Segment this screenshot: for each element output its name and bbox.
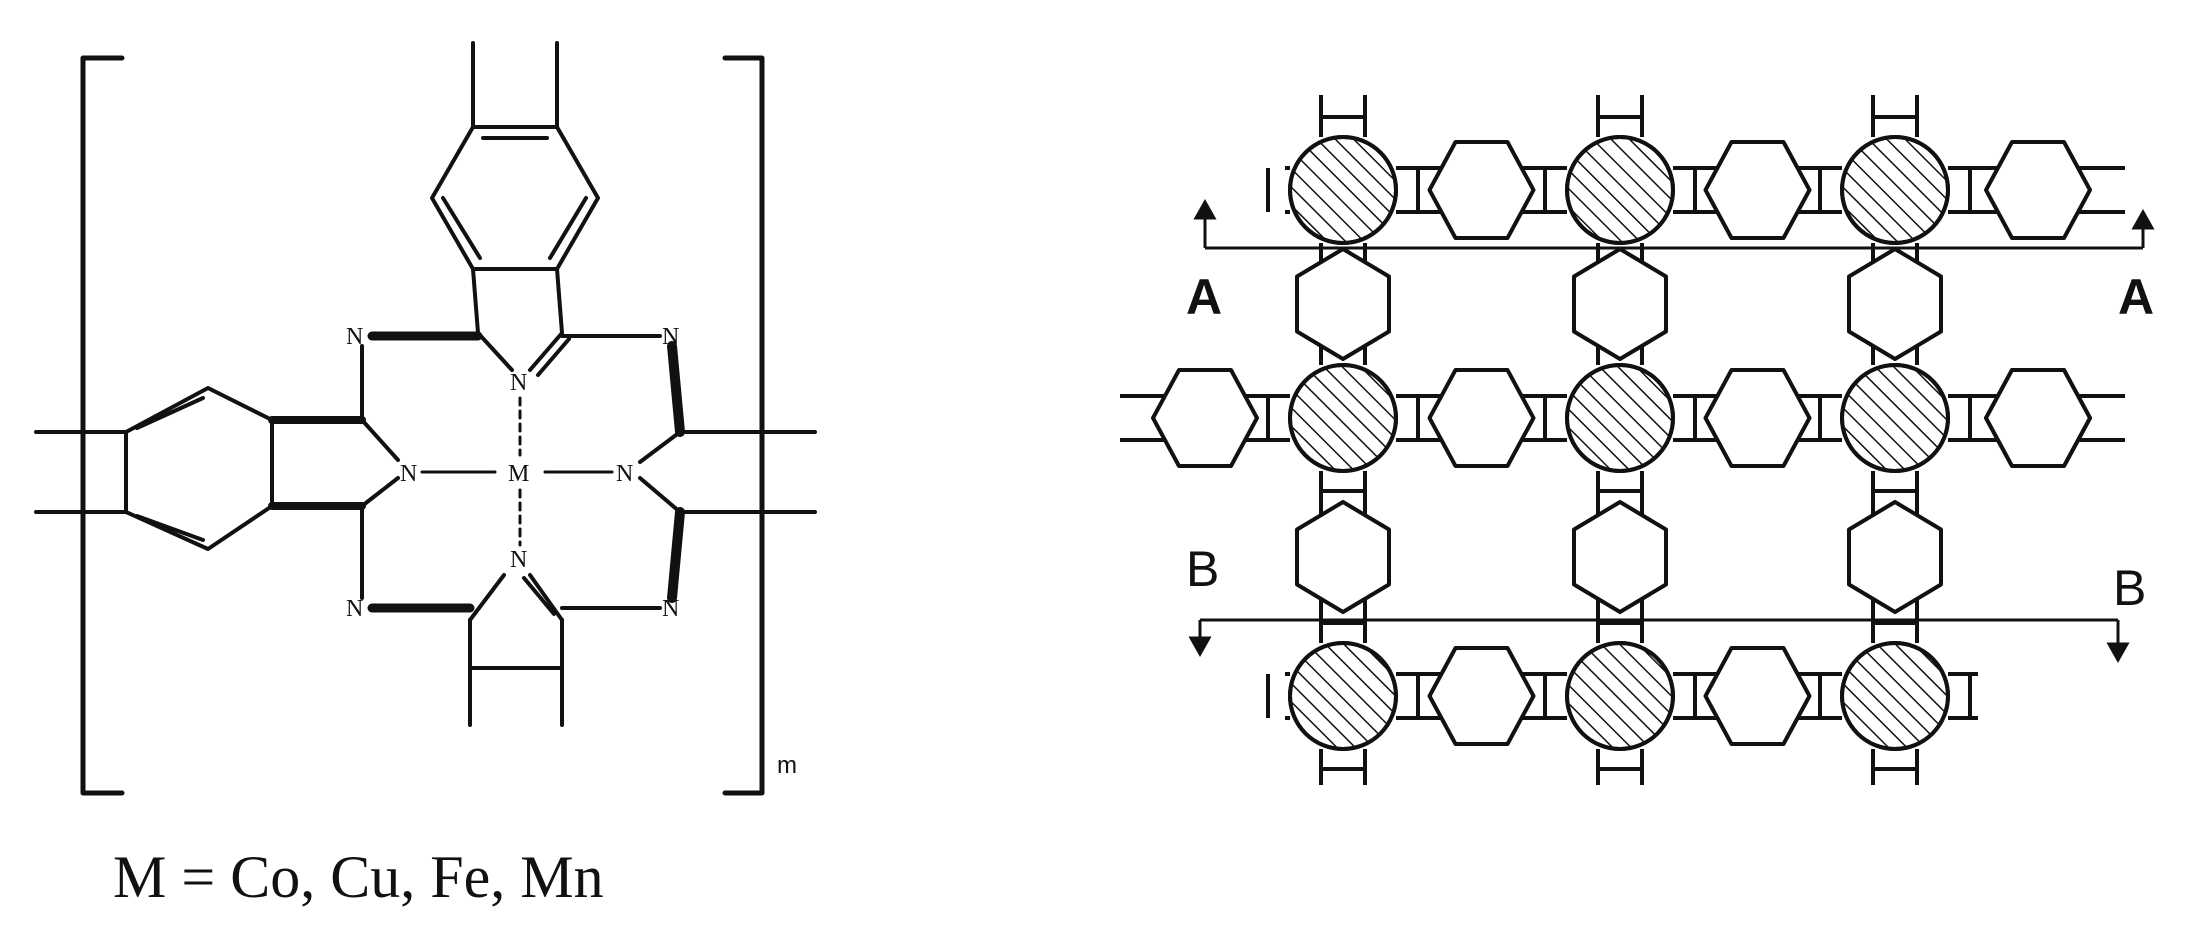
metal-node: [1288, 641, 1398, 751]
lattice-hexagon: [1427, 368, 1536, 468]
section-label-a-left: A: [1186, 269, 1222, 325]
section-label-b-left: B: [1186, 541, 1219, 597]
aza-bridges: [268, 331, 685, 613]
left-bracket: [80, 55, 125, 796]
lattice-hexagon: [1295, 247, 1391, 361]
atom-n-top-left: N: [346, 324, 363, 350]
metal-node: [1288, 363, 1398, 473]
right-bracket: [722, 55, 765, 796]
polymer-lattice: A A B B: [1120, 95, 2155, 785]
atom-metal: M: [508, 461, 529, 487]
lattice-hexagon: [1427, 140, 1536, 240]
atom-n-inner-bottom: N: [510, 547, 527, 573]
top-benzo-ring: [430, 41, 600, 377]
metal-coordination-bonds: [420, 396, 614, 547]
lattice-grid: [1120, 95, 2125, 785]
atom-labels: N N N N N N N N M: [346, 324, 679, 622]
metal-node: [1565, 641, 1675, 751]
atom-n-top-right: N: [662, 324, 679, 350]
atom-n-bottom-right: N: [662, 596, 679, 622]
lattice-hexagon: [1151, 368, 1259, 468]
atom-n-inner-left: N: [400, 461, 417, 487]
metal-node: [1565, 135, 1675, 245]
lattice-hexagon: [1703, 646, 1812, 746]
right-isoindole: [638, 430, 817, 514]
lattice-hexagon: [1427, 646, 1536, 746]
lattice-hexagon: [1703, 140, 1812, 240]
section-line-a: [1193, 198, 2155, 250]
lattice-hexagon: [1295, 500, 1391, 614]
atom-n-inner-top: N: [510, 370, 527, 396]
section-line-b: [1188, 618, 2130, 664]
lattice-hexagon: [1984, 140, 2092, 240]
metal-node: [1840, 641, 1950, 751]
section-label-b-right: B: [2113, 560, 2146, 616]
metal-node: [1565, 363, 1675, 473]
lattice-hexagon: [1572, 500, 1668, 614]
repeat-subscript: m: [777, 752, 797, 779]
lattice-hexagon: [1847, 247, 1943, 361]
phthalocyanine-structure: [34, 41, 817, 796]
metal-node: [1288, 135, 1398, 245]
atom-n-inner-right: N: [616, 461, 633, 487]
lattice-hexagon: [1847, 500, 1943, 614]
section-label-a-right: A: [2118, 269, 2154, 325]
atom-n-bottom-left: N: [346, 596, 363, 622]
metal-node: [1840, 363, 1950, 473]
lattice-hexagon: [1984, 368, 2092, 468]
left-benzo-ring: [34, 386, 400, 551]
bottom-isoindole: [468, 573, 564, 727]
metal-node: [1840, 135, 1950, 245]
lattice-hexagon: [1703, 368, 1812, 468]
metal-caption: M = Co, Cu, Fe, Mn: [113, 844, 604, 910]
lattice-hexagon: [1572, 247, 1668, 361]
